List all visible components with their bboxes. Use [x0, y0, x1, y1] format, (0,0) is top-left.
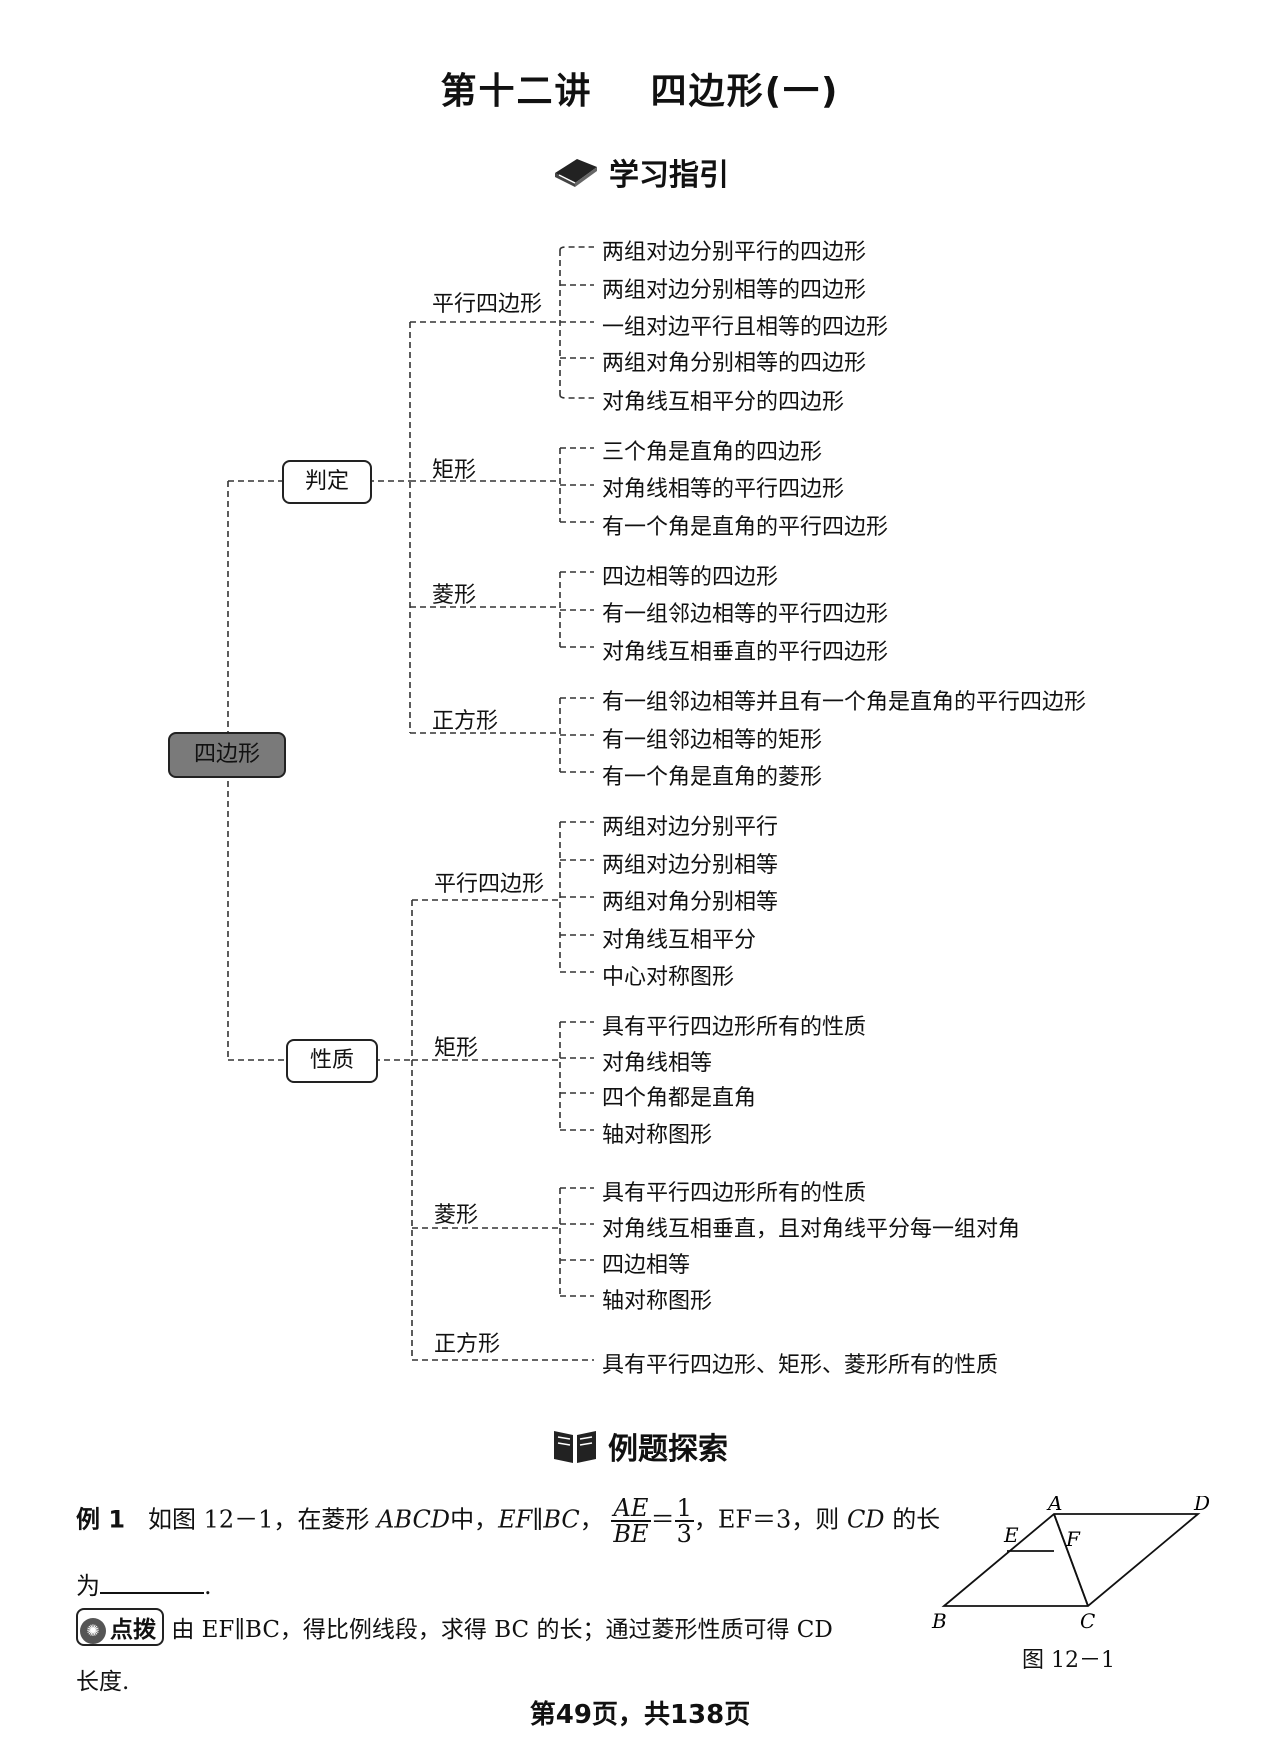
example-ef-bc: EF∥BC	[498, 1505, 580, 1534]
point-label-a: A	[1046, 1496, 1062, 1515]
hint-line2: 长度.	[76, 1669, 130, 1695]
point-label-f: F	[1065, 1527, 1081, 1551]
list-item: 两组对边分别相等	[602, 853, 779, 878]
list-item: 对角线互相平分	[602, 928, 757, 953]
list-item: 对角线互相垂直，且对角线平分每一组对角	[602, 1217, 1021, 1242]
page-number: 第49页，共138页	[529, 1700, 751, 1730]
list-item: 具有平行四边形、矩形、菱形所有的性质	[602, 1353, 999, 1378]
judge-group-label: 正方形	[432, 709, 499, 734]
judge-group-label: 矩形	[432, 458, 477, 483]
list-item: 具有平行四边形所有的性质	[602, 1015, 867, 1040]
prop-group-label: 正方形	[434, 1332, 501, 1357]
list-item: 对角线相等	[602, 1051, 713, 1076]
lightbulb-icon: ✺	[80, 1617, 106, 1644]
example-text: 为	[76, 1572, 100, 1600]
list-item: 三个角是直角的四边形	[602, 440, 823, 465]
list-item: 两组对角分别相等	[602, 890, 779, 915]
rhombus-figure: A D B C E F	[931, 1496, 1210, 1632]
list-item: 有一个角是直角的平行四边形	[602, 515, 889, 540]
example-heading-text: 例题探索	[608, 1432, 728, 1467]
list-item: 两组对角分别相等的四边形	[602, 351, 867, 376]
figure-caption: 图 12－1	[1022, 1648, 1115, 1673]
example-1-line2: 为.	[76, 1566, 212, 1601]
hint-line: ✺点拨 由 EF∥BC，得比例线段，求得 BC 的长；通过菱形性质可得 CD	[76, 1608, 833, 1646]
list-item: 中心对称图形	[602, 965, 735, 990]
hint-text: 由 EF∥BC，得比例线段，求得 BC 的长；通过菱形性质可得 CD	[171, 1617, 833, 1643]
answer-blank	[100, 1588, 204, 1594]
mindmap-connectors	[227, 246, 594, 1361]
example-text: 如图 12－1，在菱形	[147, 1505, 370, 1534]
list-item: 对角线互相垂直的平行四边形	[602, 640, 889, 665]
example-text: .	[204, 1572, 212, 1600]
list-item: 具有平行四边形所有的性质	[602, 1181, 867, 1206]
example-abcd: ABCD	[377, 1505, 451, 1534]
list-item: 有一组邻边相等的平行四边形	[602, 602, 889, 627]
judge-group-label: 平行四边形	[432, 292, 543, 317]
judge-group-label: 菱形	[432, 583, 477, 608]
list-item: 四边相等的四边形	[602, 565, 779, 590]
example-label: 例 1	[76, 1505, 126, 1534]
example-cd: CD	[846, 1505, 885, 1534]
page-title: 第十二讲 四边形(一)	[440, 71, 840, 112]
prop-group-label: 菱形	[434, 1203, 479, 1228]
point-label-b: B	[931, 1609, 947, 1632]
list-item: 两组对边分别平行	[602, 815, 779, 840]
list-item: 四边相等	[602, 1253, 691, 1278]
list-item: 四个角都是直角	[602, 1086, 757, 1111]
list-item: 有一个角是直角的菱形	[602, 765, 823, 790]
list-item: 对角线互相平分的四边形	[602, 390, 845, 415]
example-text: 的长	[892, 1505, 941, 1534]
open-book-icon	[554, 1431, 596, 1463]
guide-heading: 学习指引	[0, 150, 1280, 194]
point-label-c: C	[1080, 1609, 1095, 1632]
node-judge: 判定	[282, 460, 372, 504]
prop-group-label: 矩形	[434, 1036, 479, 1061]
example-text: ，EF＝3，则	[693, 1505, 840, 1534]
list-item: 两组对边分别相等的四边形	[602, 278, 867, 303]
list-item: 两组对边分别平行的四边形	[602, 240, 867, 265]
list-item: 有一组邻边相等的矩形	[602, 728, 823, 753]
point-label-e: E	[1003, 1523, 1019, 1547]
guide-heading-text: 学习指引	[609, 158, 729, 193]
node-property: 性质	[286, 1039, 378, 1083]
list-item: 对角线相等的平行四边形	[602, 477, 845, 502]
point-label-d: D	[1193, 1496, 1210, 1515]
list-item: 一组对边平行且相等的四边形	[602, 315, 889, 340]
mindmap-root: 四边形	[168, 732, 286, 778]
list-item: 有一组邻边相等并且有一个角是直角的平行四边形	[602, 690, 1087, 715]
book-icon	[555, 159, 597, 187]
example-heading: 例题探索	[0, 1424, 1280, 1468]
example-text: 中，	[450, 1505, 499, 1534]
hint-badge: ✺点拨	[76, 1608, 164, 1646]
list-item: 轴对称图形	[602, 1289, 713, 1314]
prop-group-label: 平行四边形	[434, 872, 545, 897]
equals-sign: ＝	[650, 1505, 675, 1534]
list-item: 轴对称图形	[602, 1123, 713, 1148]
